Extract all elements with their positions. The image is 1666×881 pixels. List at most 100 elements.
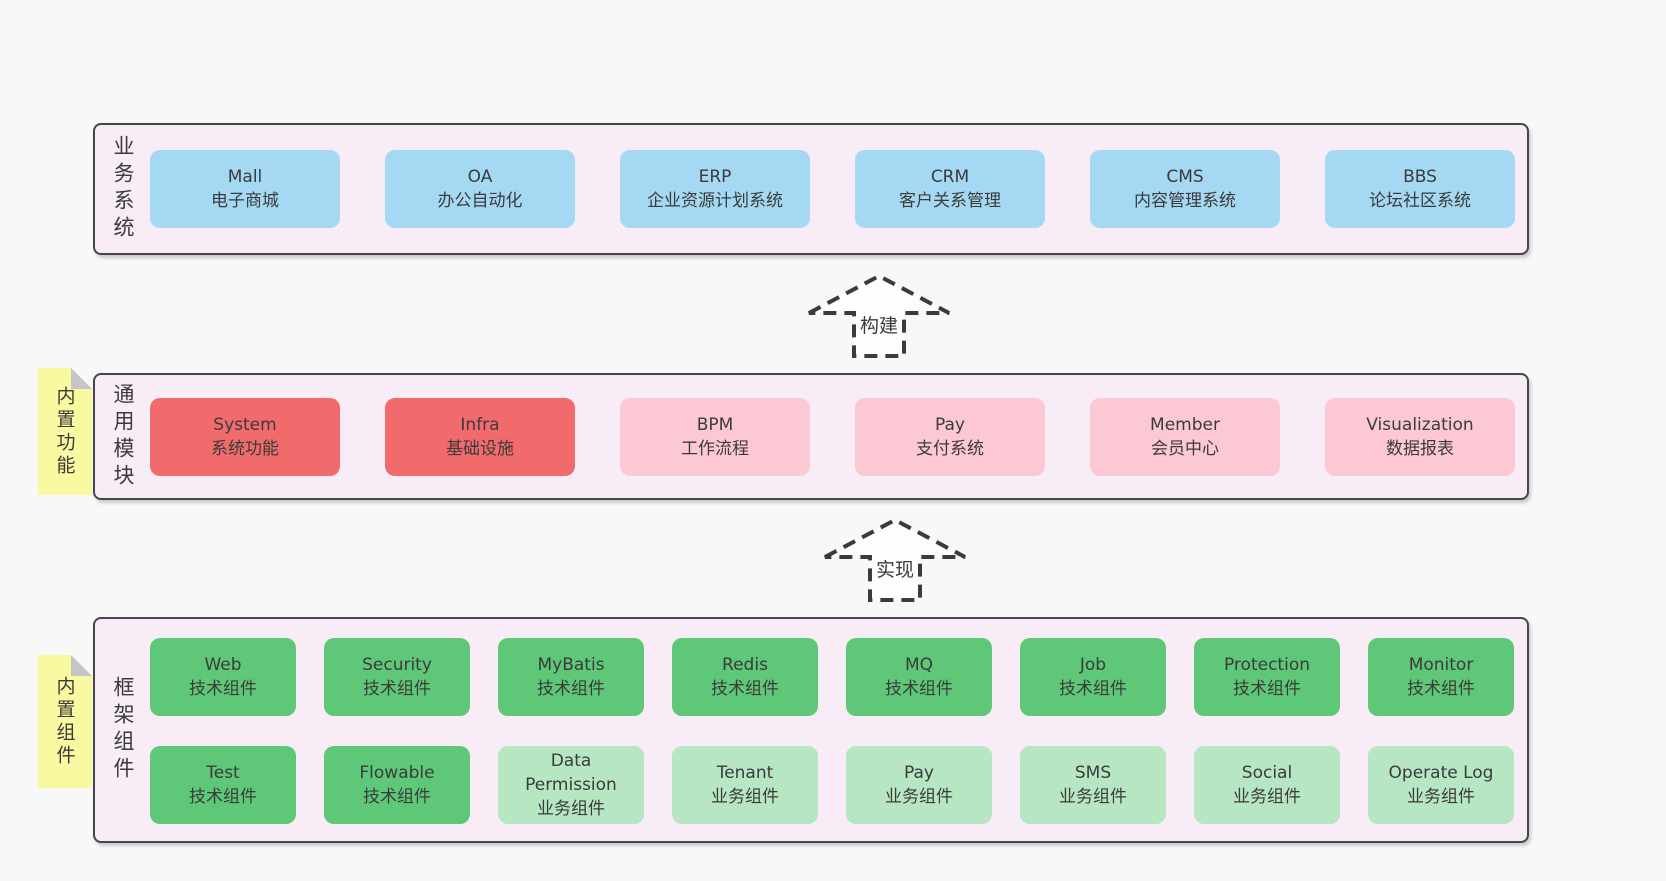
box-desc: 工作流程 <box>681 439 749 459</box>
box-system: System 系统功能 <box>150 398 340 476</box>
box-pay-module: Pay 支付系统 <box>855 398 1045 476</box>
box-desc: 业务组件 <box>537 799 605 819</box>
box-erp: ERP 企业资源计划系统 <box>620 150 810 228</box>
box-desc: 电子商城 <box>211 191 279 211</box>
box-bpm: BPM 工作流程 <box>620 398 810 476</box>
box-visualization: Visualization 数据报表 <box>1325 398 1515 476</box>
box-oa: OA 办公自动化 <box>385 150 575 228</box>
framework-layer-label: 框架组件 <box>111 676 135 784</box>
box-protection: Protection 技术组件 <box>1194 638 1340 716</box>
business-systems-layer: 业务系统 Mall 电子商城 OA 办公自动化 ERP 企业资源计划系统 CRM… <box>93 123 1529 255</box>
implement-arrow: 实现 <box>824 517 966 602</box>
box-crm: CRM 客户关系管理 <box>855 150 1045 228</box>
box-operate-log: Operate Log 业务组件 <box>1368 746 1514 824</box>
build-arrow-label: 构建 <box>860 315 898 337</box>
framework-components-layer: 框架组件 Web 技术组件 Security 技术组件 MyBatis 技术组件… <box>93 617 1529 843</box>
common-modules-layer: 通用模块 System 系统功能 Infra 基础设施 BPM 工作流程 Pay… <box>93 373 1529 500</box>
box-flowable: Flowable 技术组件 <box>324 746 470 824</box>
box-desc: 业务组件 <box>1059 787 1127 807</box>
box-name: Visualization <box>1366 415 1474 435</box>
box-name: MyBatis <box>537 655 605 675</box>
box-test: Test 技术组件 <box>150 746 296 824</box>
box-name: System <box>213 415 277 435</box>
box-desc: 技术组件 <box>189 679 257 699</box>
box-desc: 会员中心 <box>1151 439 1219 459</box>
box-name: CRM <box>930 167 970 187</box>
box-pay-component: Pay 业务组件 <box>846 746 992 824</box>
framework-box-row-1: Web 技术组件 Security 技术组件 MyBatis 技术组件 Redi… <box>150 638 1514 716</box>
business-box-row: Mall 电子商城 OA 办公自动化 ERP 企业资源计划系统 CRM 客户关系… <box>150 150 1515 228</box>
box-desc: 客户关系管理 <box>899 191 1001 211</box>
box-desc: 办公自动化 <box>437 191 523 211</box>
box-desc: 业务组件 <box>1407 787 1475 807</box>
up-arrow-shape <box>824 517 966 602</box>
box-desc: 业务组件 <box>885 787 953 807</box>
common-box-row: System 系统功能 Infra 基础设施 BPM 工作流程 Pay 支付系统… <box>150 398 1515 476</box>
box-name: Social <box>1241 763 1293 783</box>
build-arrow: 构建 <box>808 273 950 358</box>
box-member: Member 会员中心 <box>1090 398 1280 476</box>
box-desc: 技术组件 <box>363 787 431 807</box>
box-name: Pay <box>935 415 965 435</box>
box-job: Job 技术组件 <box>1020 638 1166 716</box>
box-desc: 技术组件 <box>1059 679 1127 699</box>
builtin-features-note: 内置功能 <box>38 368 92 495</box>
box-name: Protection <box>1223 655 1310 675</box>
box-mybatis: MyBatis 技术组件 <box>498 638 644 716</box>
box-desc: 论坛社区系统 <box>1369 191 1471 211</box>
box-data-permission: Data Permission 业务组件 <box>498 746 644 824</box>
box-name: CMS <box>1166 167 1204 187</box>
box-desc: 业务组件 <box>711 787 779 807</box>
box-name: BPM <box>696 415 734 435</box>
box-desc: 数据报表 <box>1386 439 1454 459</box>
box-desc: 企业资源计划系统 <box>647 191 783 211</box>
box-name: Pay <box>904 763 934 783</box>
box-name: Mall <box>227 167 263 187</box>
box-name: Operate Log <box>1388 763 1494 783</box>
box-name: Flowable <box>359 763 435 783</box>
builtin-components-note: 内置组件 <box>38 655 92 788</box>
box-mall: Mall 电子商城 <box>150 150 340 228</box>
up-arrow-shape <box>808 273 950 358</box>
box-desc: 技术组件 <box>1233 679 1301 699</box>
box-desc: 内容管理系统 <box>1134 191 1236 211</box>
box-desc: 技术组件 <box>189 787 257 807</box>
note-fold-corner <box>71 368 92 389</box>
box-name: Tenant <box>716 763 774 783</box>
box-name: Security <box>362 655 432 675</box>
box-desc: 技术组件 <box>885 679 953 699</box>
box-name: BBS <box>1403 167 1437 187</box>
box-desc: 技术组件 <box>1407 679 1475 699</box>
box-name: MQ <box>904 655 934 675</box>
box-infra: Infra 基础设施 <box>385 398 575 476</box>
business-layer-label: 业务系统 <box>111 135 135 243</box>
box-desc: 技术组件 <box>537 679 605 699</box>
box-sms: SMS 业务组件 <box>1020 746 1166 824</box>
box-name: Job <box>1079 655 1107 675</box>
box-desc: 技术组件 <box>363 679 431 699</box>
box-desc: 系统功能 <box>211 439 279 459</box>
box-name: ERP <box>698 167 732 187</box>
box-desc: 业务组件 <box>1233 787 1301 807</box>
box-mq: MQ 技术组件 <box>846 638 992 716</box>
box-name: Infra <box>460 415 500 435</box>
box-desc: 基础设施 <box>446 439 514 459</box>
builtin-components-note-text: 内置组件 <box>53 675 76 768</box>
box-name: OA <box>467 167 493 187</box>
box-cms: CMS 内容管理系统 <box>1090 150 1280 228</box>
implement-arrow-label: 实现 <box>876 559 914 581</box>
box-name: SMS <box>1074 763 1112 783</box>
box-bbs: BBS 论坛社区系统 <box>1325 150 1515 228</box>
framework-box-row-2: Test 技术组件 Flowable 技术组件 Data Permission … <box>150 746 1514 824</box>
box-name: Monitor <box>1408 655 1474 675</box>
note-fold-corner <box>71 655 92 676</box>
box-name: Redis <box>722 655 768 675</box>
box-redis: Redis 技术组件 <box>672 638 818 716</box>
box-desc: 技术组件 <box>711 679 779 699</box>
box-name: Test <box>206 763 240 783</box>
box-web: Web 技术组件 <box>150 638 296 716</box>
box-name: Web <box>204 655 242 675</box>
box-security: Security 技术组件 <box>324 638 470 716</box>
box-tenant: Tenant 业务组件 <box>672 746 818 824</box>
